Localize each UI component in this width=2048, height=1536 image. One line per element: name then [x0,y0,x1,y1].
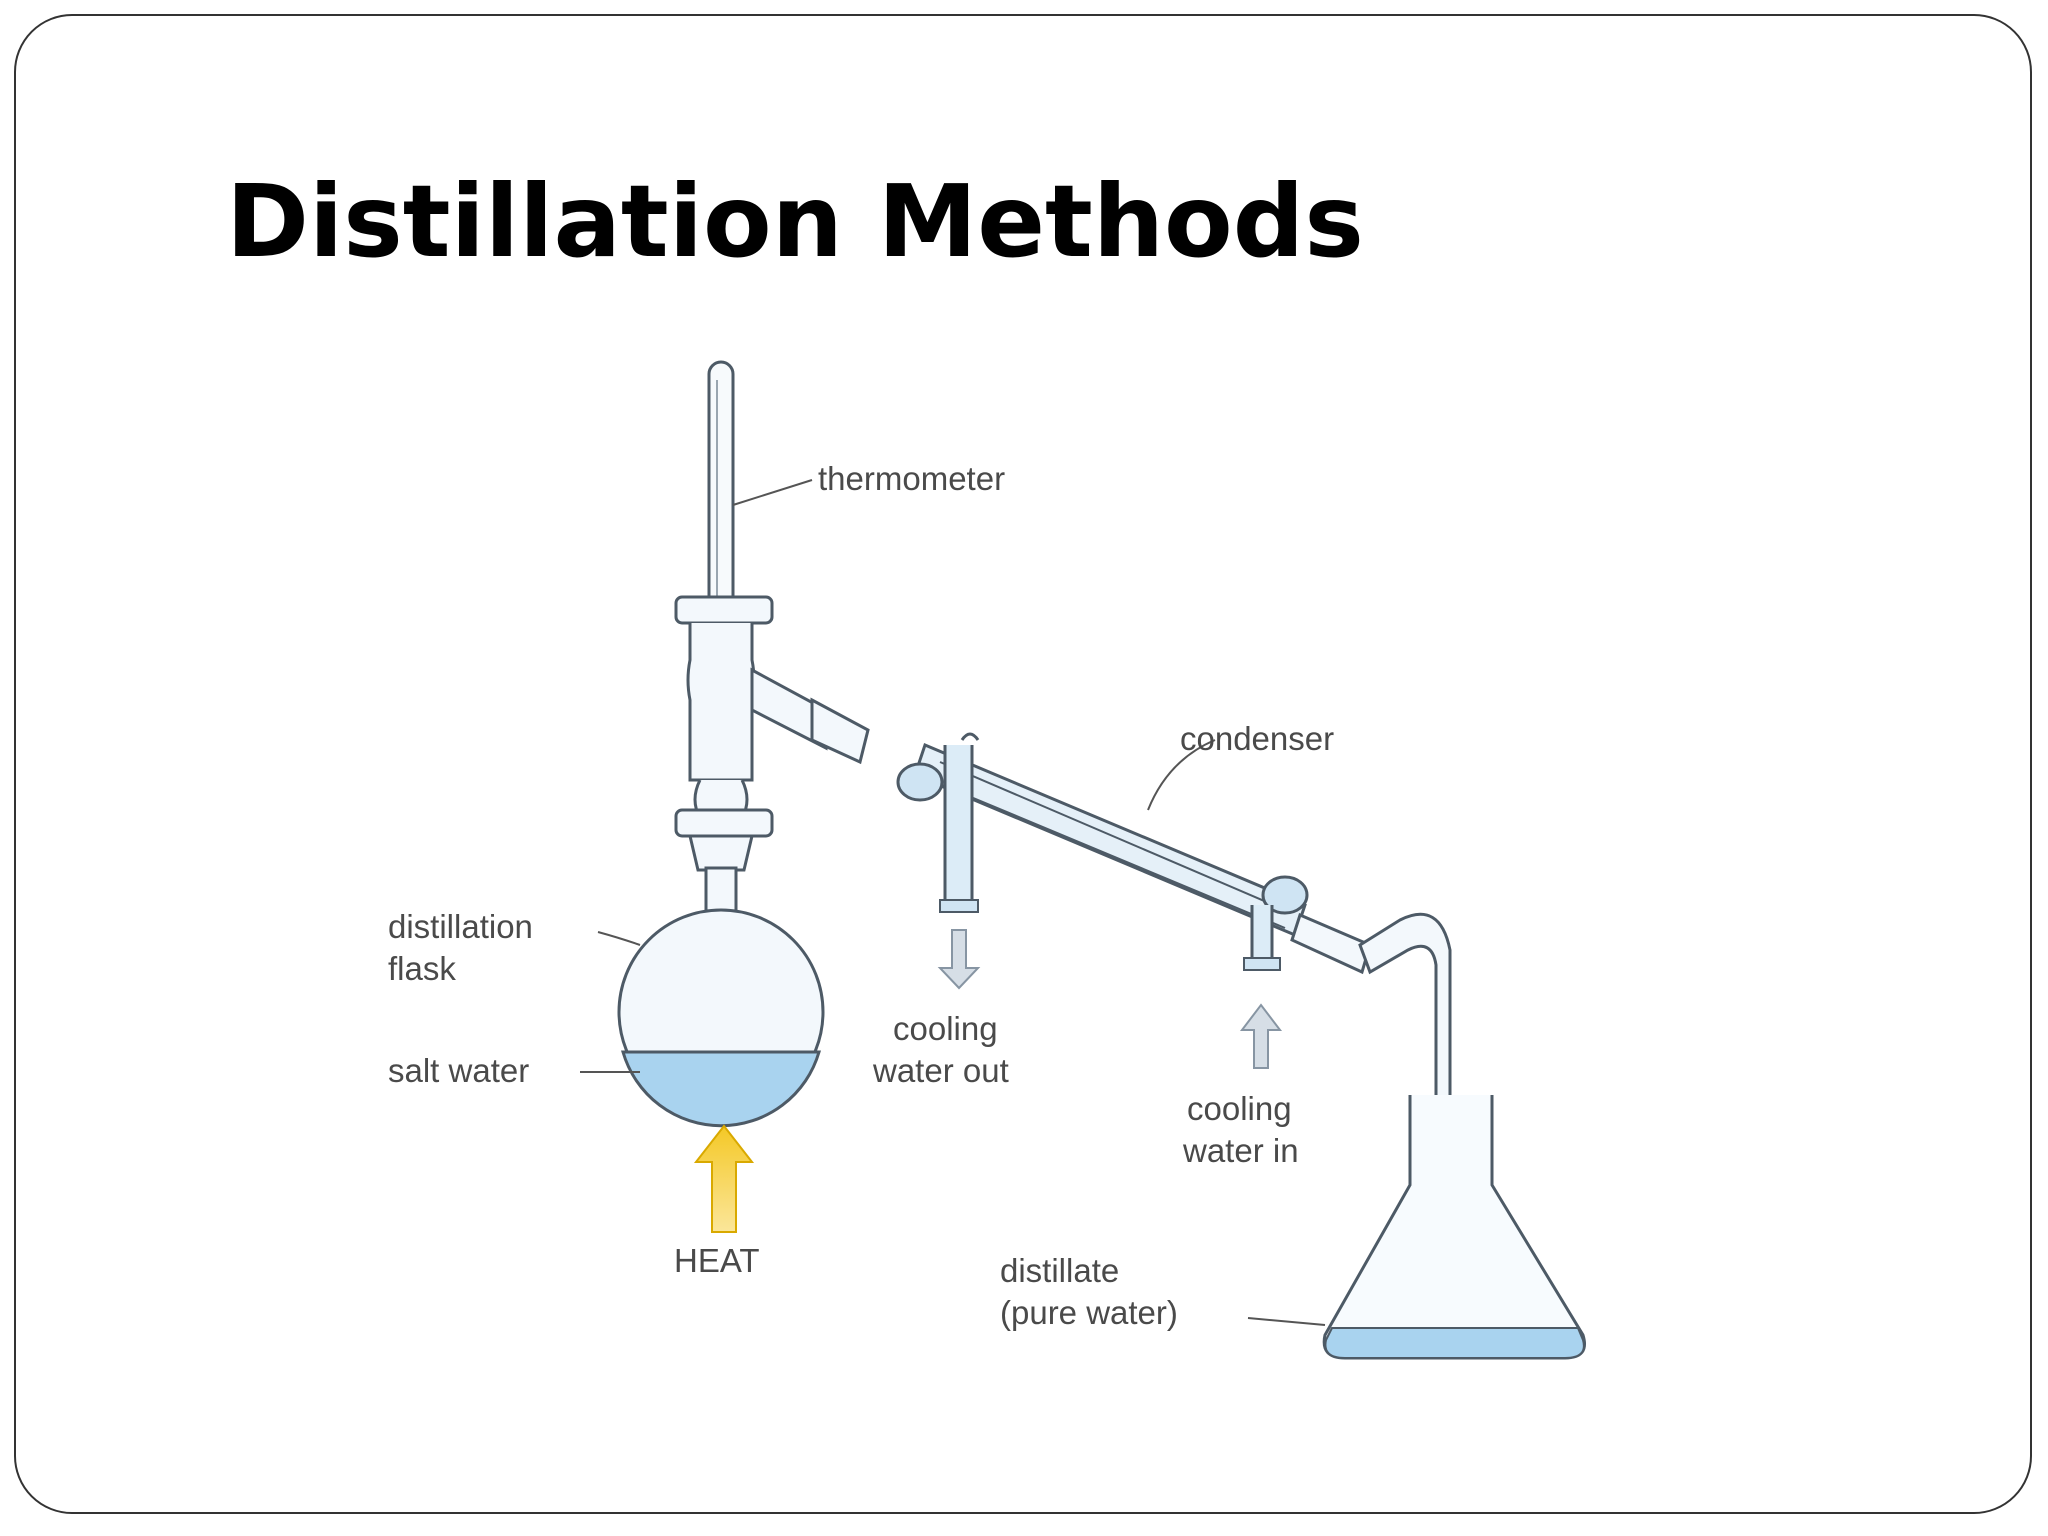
label-cooling-water-in-line2: water in [1182,1132,1299,1169]
label-cooling-water-out-line1: cooling [893,1010,998,1047]
label-thermometer: thermometer [818,460,1005,497]
receiving-flask [1322,1095,1586,1360]
label-distillation-flask-line1: distillation [388,908,533,945]
distillation-flask [617,866,825,1128]
slide-frame [14,14,2032,1514]
cooling-water-in-arrow [1239,1003,1283,1069]
heat-arrow [693,1124,755,1233]
label-salt-water: salt water [388,1052,529,1089]
label-heat: HEAT [674,1242,760,1279]
label-cooling-water-out-line2: water out [872,1052,1009,1089]
label-distillate-line1: distillate [1000,1252,1119,1289]
cooling-water-out-arrow [937,929,981,990]
label-distillation-flask-line2: flask [388,950,456,987]
distillate-liquid [1324,1327,1585,1359]
salt-water-liquid [621,1050,821,1128]
still-head [674,595,870,872]
label-condenser: condenser [1180,720,1334,757]
label-distillate-line2: (pure water) [1000,1294,1178,1331]
label-cooling-water-in-line1: cooling [1187,1090,1292,1127]
condenser [896,732,1372,975]
leader-lines [580,479,1326,1326]
slide-title: Distillation Methods [226,163,1364,280]
